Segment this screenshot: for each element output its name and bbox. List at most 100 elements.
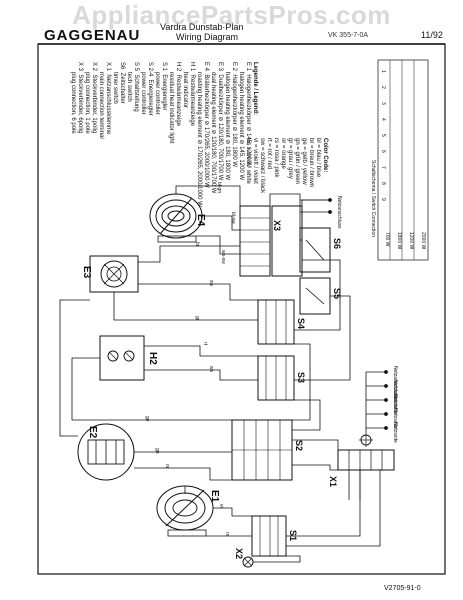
- power-table-column: 2000 W: [420, 232, 426, 250]
- legend-item: halogen heating element ⊘ 180, 1800 W: [224, 62, 230, 181]
- color-code-item: ge = gelb / yellow: [301, 138, 307, 185]
- color-code-item: bl = blau / blue: [315, 138, 321, 178]
- S3-power-controller: [257, 355, 295, 401]
- wire-color-label: bl-sw: [230, 212, 236, 224]
- label-E4: E4: [195, 214, 206, 227]
- wire-color-label: sw: [208, 280, 214, 287]
- power-table-row-label: 5: [380, 134, 386, 137]
- power-table-row-label: 1: [380, 70, 386, 73]
- label-S6: S6: [332, 238, 342, 249]
- power-table-row-label: 9: [380, 198, 386, 201]
- wire-color-label: ws-sw: [220, 250, 226, 264]
- X1-main-terminal: [337, 433, 395, 471]
- S2-power-controller: [231, 419, 293, 481]
- power-table-title: Schaltschema / Switch Connection: [370, 160, 376, 237]
- S4-power-controller: [257, 299, 295, 345]
- power-table-row-label: 8: [380, 182, 386, 185]
- legend-item: roasting heating element ⊘ 170/265, 2000…: [196, 62, 202, 207]
- footer-code: V2705-91-0: [384, 585, 421, 592]
- color-code-title: Color Code:: [322, 138, 328, 173]
- label-X3: X3: [272, 220, 282, 231]
- label-S2: S2: [294, 440, 304, 451]
- label-S5: S5: [332, 288, 342, 299]
- revision-date: 11/92: [421, 30, 443, 40]
- legend-item: S 1 Energieregler: [161, 62, 167, 111]
- legend-item: plug connection, 6 pole: [70, 62, 76, 134]
- power-table-column: 700 W: [384, 232, 390, 247]
- power-table-row-label: 6: [380, 150, 386, 153]
- legend-item: S6 Zeitschalter: [119, 62, 125, 104]
- legend-items: E 1 Halogenheizkörper ⊘ 145, 1200 W halo…: [69, 62, 251, 207]
- label-S4: S4: [296, 318, 306, 329]
- color-code-item: vi = violett / violet: [252, 138, 258, 184]
- legend-item: H 1 Restwärmeanzeige: [189, 62, 195, 127]
- power-table-column: 1200 W: [408, 232, 414, 250]
- S1-power-controller: [251, 515, 287, 557]
- legend-item: X 3 Steckverbinder, 6polig: [77, 62, 83, 134]
- wire-color-label: br: [194, 242, 200, 247]
- wire-color-label: gr: [194, 316, 200, 321]
- label-S1: S1: [288, 530, 298, 541]
- legend-item: X 2 Steckverbinder, 1polig: [91, 62, 97, 134]
- color-code-item: sw = schwarz / black: [259, 138, 265, 194]
- legend-item: H 2 Restwärmeanzeige: [175, 62, 181, 127]
- legend-item: E 2 Halogenheizkörper ⊘ 180, 1800 W: [231, 62, 237, 168]
- label-S3: S3: [296, 372, 306, 383]
- legend-block: Legende / Legend: E 1 Halogenheizkörper …: [69, 62, 258, 207]
- E3-heating-element: [89, 255, 139, 293]
- brand-logo: GAGGENAU: [44, 27, 141, 44]
- terminal-label: Netzseite: [392, 422, 398, 443]
- H2-indicator: [99, 335, 145, 381]
- wiring: [59, 185, 381, 563]
- wire-color-label: ws: [208, 366, 214, 373]
- wire-color-label: ge: [144, 416, 150, 422]
- terminal-label: Netzanschluss: [336, 196, 342, 229]
- wire-color-label: vi: [218, 504, 224, 508]
- power-table-column: 1800 W: [396, 232, 402, 250]
- wire-color-label: rt: [202, 342, 208, 346]
- S6-timer-switch: [299, 227, 331, 273]
- power-table-row-label: 4: [380, 118, 386, 121]
- legend-item: timer switch: [112, 62, 118, 104]
- legend-item: power controller: [140, 62, 146, 115]
- legend-item: X 1 Netzanschlussklemme: [105, 62, 111, 135]
- legend-item: residual heat indicator light: [168, 62, 174, 144]
- label-H2: H2: [147, 352, 158, 365]
- color-code-item: br = braun / brown: [308, 138, 314, 187]
- legend-item: main connection terminal: [98, 62, 104, 139]
- X3-connector: [239, 205, 303, 277]
- S5-switch: [299, 277, 331, 315]
- legend-item: halogen heating element ⊘ 145, 1200 W: [238, 62, 244, 181]
- legend-item: dual heating element ⊘ 120/180, 700/1700…: [210, 62, 216, 194]
- color-code-item: or = orange: [280, 138, 286, 169]
- legend-item: heat indicator: [182, 62, 188, 109]
- label-X1: X1: [328, 476, 338, 487]
- diagram-subtitle: Wiring Diagram: [176, 32, 239, 42]
- watermark: AppliancePartsPros.com: [72, 0, 391, 30]
- label-E3: E3: [81, 266, 92, 279]
- label-E1: E1: [209, 490, 220, 503]
- label-E2: E2: [87, 426, 98, 439]
- power-table-box: [377, 59, 429, 261]
- legend-item: tech switch: [126, 62, 132, 102]
- color-code-item: rs = rosa / pink: [273, 138, 279, 178]
- wire-color-label: or: [164, 464, 170, 469]
- document-number: VK 355-7-0A: [328, 32, 369, 39]
- wire-color-label: gn: [154, 448, 160, 454]
- power-table-row-label: 3: [380, 102, 386, 105]
- power-table-grid: [389, 60, 415, 260]
- wire-color-label: rs: [224, 532, 230, 537]
- color-code-item: gr = grau / grey: [287, 138, 293, 179]
- legend-item: plug connection, 1 pole: [84, 62, 90, 134]
- legend-item: power controller: [154, 62, 160, 115]
- diagram-title: Vardra Dunstab·Plan: [160, 22, 244, 32]
- E2-heating-element: [77, 423, 135, 481]
- label-X2: X2: [234, 548, 244, 559]
- legend-item: E 4 Bräterheizkörper ⊘ 170/265, 2000/100…: [203, 62, 209, 188]
- terminal-leads: [300, 198, 388, 430]
- legend-item: S 5 Schaltstellung: [133, 62, 139, 112]
